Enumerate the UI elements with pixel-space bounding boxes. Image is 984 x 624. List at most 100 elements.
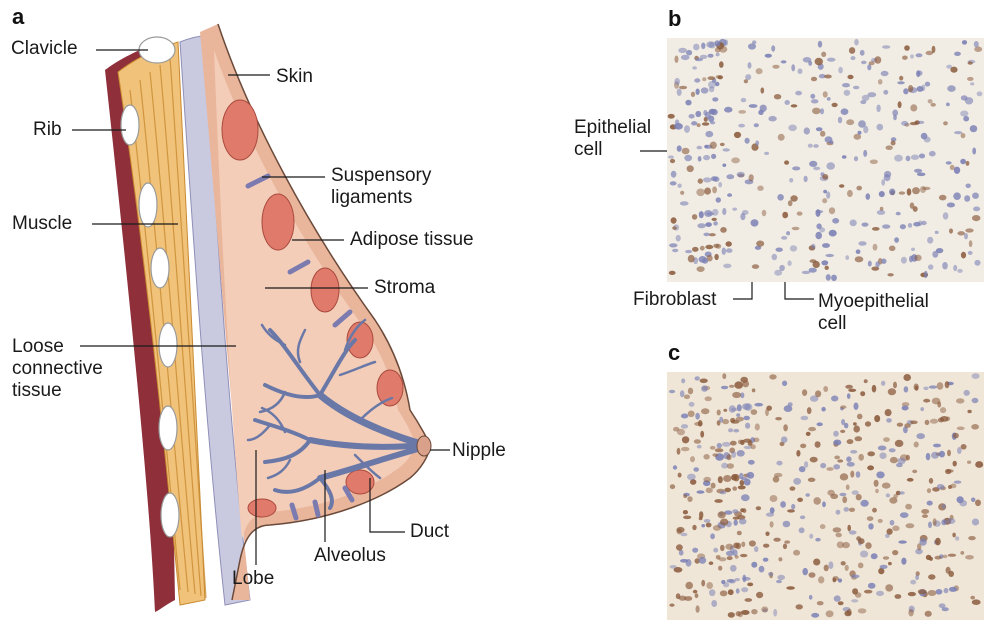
cell-nucleus (847, 393, 851, 399)
cell-nucleus (893, 382, 897, 389)
cell-nucleus (815, 58, 823, 65)
cell-nucleus (947, 85, 955, 92)
cell-nucleus (920, 407, 924, 411)
cell-nucleus (933, 518, 937, 526)
cell-nucleus (834, 595, 841, 601)
cell-nucleus (683, 510, 688, 514)
cell-nucleus (873, 244, 878, 251)
cell-nucleus (846, 456, 851, 462)
cell-nucleus (954, 52, 961, 56)
cell-nucleus (972, 373, 980, 379)
cell-nucleus (815, 390, 821, 397)
cell-nucleus (779, 265, 785, 271)
cell-nucleus (871, 553, 878, 559)
cell-nucleus (745, 138, 750, 144)
cell-nucleus (728, 428, 733, 432)
cell-nucleus (714, 40, 720, 46)
cell-nucleus (914, 442, 919, 448)
cell-nucleus (954, 481, 962, 484)
cell-nucleus (692, 525, 696, 530)
cell-nucleus (928, 99, 933, 103)
cell-nucleus (668, 155, 674, 158)
cell-nucleus (738, 485, 746, 489)
cell-nucleus (741, 98, 747, 102)
cell-nucleus (692, 548, 698, 553)
cell-nucleus (695, 376, 700, 380)
cell-nucleus (965, 555, 974, 560)
cell-nucleus (832, 576, 838, 581)
cell-nucleus (899, 491, 905, 494)
cell-nucleus (848, 389, 856, 392)
cell-nucleus (954, 167, 960, 174)
cell-nucleus (815, 441, 821, 448)
cell-nucleus (946, 161, 952, 164)
cell-nucleus (813, 144, 819, 148)
cell-nucleus (847, 609, 852, 615)
cell-nucleus (909, 256, 913, 263)
cell-nucleus (888, 562, 892, 565)
cell-nucleus (802, 271, 811, 274)
cell-nucleus (944, 588, 949, 593)
cell-nucleus (946, 103, 950, 107)
cell-nucleus (817, 601, 824, 605)
cell-nucleus (722, 442, 731, 447)
cell-nucleus (965, 97, 973, 104)
cell-nucleus (822, 243, 830, 248)
cell-nucleus (905, 504, 912, 510)
cell-nucleus (674, 123, 683, 130)
cell-nucleus (972, 519, 979, 526)
cell-nucleus (791, 504, 795, 510)
cell-nucleus (751, 219, 759, 226)
cell-nucleus (718, 476, 723, 483)
cell-nucleus (688, 388, 693, 395)
cell-nucleus (839, 184, 844, 187)
cell-nucleus (901, 558, 906, 565)
cell-nucleus (893, 494, 898, 498)
cell-nucleus (955, 536, 959, 540)
cell-nucleus (847, 190, 853, 197)
cell-nucleus (864, 379, 868, 383)
cell-nucleus (967, 77, 974, 81)
cell-nucleus (855, 256, 864, 262)
cell-nucleus (791, 104, 798, 107)
cell-nucleus (908, 609, 913, 616)
cell-nucleus (846, 119, 854, 125)
cell-nucleus (841, 561, 846, 565)
cell-nucleus (743, 416, 750, 421)
cell-nucleus (770, 521, 774, 527)
cell-nucleus (720, 545, 725, 551)
cell-nucleus (856, 471, 861, 478)
cell-nucleus (884, 174, 891, 181)
cell-nucleus (811, 77, 817, 82)
cell-nucleus (693, 590, 698, 594)
rib-shape (159, 323, 177, 367)
cell-nucleus (709, 589, 715, 596)
cell-nucleus (875, 489, 879, 493)
cell-nucleus (957, 447, 962, 454)
cell-nucleus (781, 236, 787, 240)
cell-nucleus (772, 65, 779, 69)
cell-nucleus (974, 260, 980, 266)
cell-nucleus (671, 171, 677, 178)
clavicle-label: Clavicle (11, 38, 78, 60)
cell-nucleus (718, 511, 726, 518)
cell-nucleus (822, 501, 826, 507)
cell-nucleus (968, 536, 976, 540)
cell-nucleus (688, 411, 695, 418)
lobe-label: Lobe (232, 568, 274, 590)
cell-nucleus (738, 440, 743, 445)
cell-nucleus (810, 457, 818, 463)
cell-nucleus (727, 579, 735, 583)
cell-nucleus (878, 519, 883, 523)
cell-nucleus (881, 381, 885, 386)
cell-nucleus (858, 120, 866, 127)
cell-nucleus (705, 131, 713, 137)
cell-nucleus (722, 208, 726, 215)
cell-nucleus (836, 510, 841, 515)
cell-nucleus (931, 452, 939, 459)
cell-nucleus (760, 105, 767, 112)
cell-nucleus (908, 223, 912, 228)
cell-nucleus (742, 403, 750, 410)
cell-nucleus (680, 559, 688, 563)
cell-nucleus (862, 223, 869, 227)
